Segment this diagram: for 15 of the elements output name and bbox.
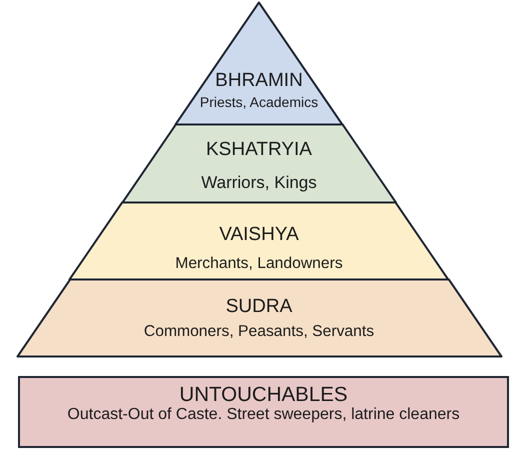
tier-description: Priests, Academics [200,94,318,110]
tier-heading: UNTOUCHABLES [179,383,348,407]
pyramid-tier [120,122,398,204]
tier-description: Merchants, Landowners [175,254,343,274]
tier-heading: SUDRA [226,296,292,318]
tier-description: Outcast-Out of Caste. Street sweepers, latrine cleaners [67,406,460,424]
tier-heading: VAISHYA [219,224,299,246]
tier-description: Commoners, Peasants, Servants [144,322,374,342]
tier-heading: KSHATRYIA [206,139,312,161]
pyramid-tier [68,200,450,280]
base-tier-box [18,376,509,448]
pyramid-tier [16,278,502,358]
tier-heading: BHRAMIN [215,70,303,92]
pyramid-tier [174,0,344,126]
tier-description: Warriors, Kings [201,173,317,193]
